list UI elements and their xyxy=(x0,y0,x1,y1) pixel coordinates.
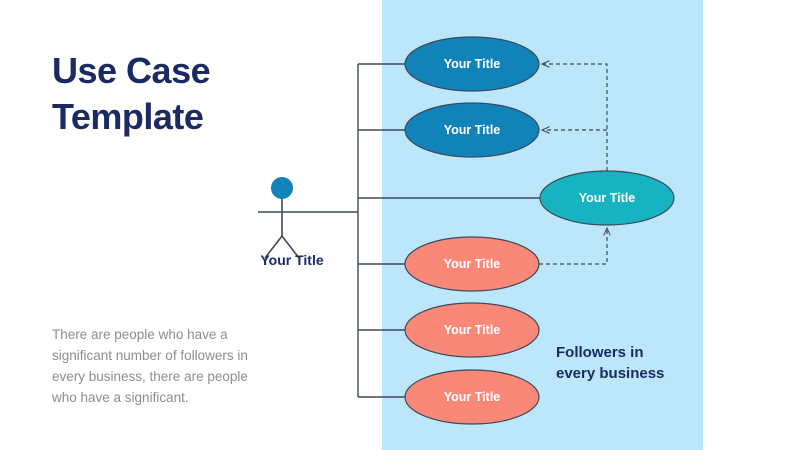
panel-caption: Followers in every business xyxy=(556,343,706,384)
page-title-line-1: Use Case xyxy=(52,50,211,91)
actor-right-leg-line xyxy=(281,235,300,259)
use-case-ellipse-uc5[interactable] xyxy=(404,302,540,358)
use-case-ellipse-uc1[interactable] xyxy=(404,36,540,92)
actor-head-icon xyxy=(271,177,293,199)
dependency-uc4-to-uc3 xyxy=(539,228,607,265)
dependency-uc3-to-uc1 xyxy=(542,64,608,171)
panel-caption-line-1: Followers in xyxy=(556,344,644,361)
actor-label: Your Title xyxy=(260,252,324,268)
use-case-ellipse-uc2[interactable] xyxy=(404,102,540,158)
dependency-connectors xyxy=(539,64,608,265)
use-case-ellipse-uc6[interactable] xyxy=(404,369,540,425)
body-paragraph: There are people who have a significant … xyxy=(52,327,248,405)
page-title-line-2: Template xyxy=(52,96,204,138)
actor-left-leg-line xyxy=(264,235,283,259)
panel-caption-line-2: every business xyxy=(556,364,665,382)
use-case-ellipse-uc3[interactable] xyxy=(539,170,675,226)
actor-figure[interactable] xyxy=(258,177,306,259)
page-title: Use Case Template xyxy=(52,48,352,140)
use-case-ellipse-uc4[interactable] xyxy=(404,236,540,292)
association-connectors xyxy=(306,63,541,398)
